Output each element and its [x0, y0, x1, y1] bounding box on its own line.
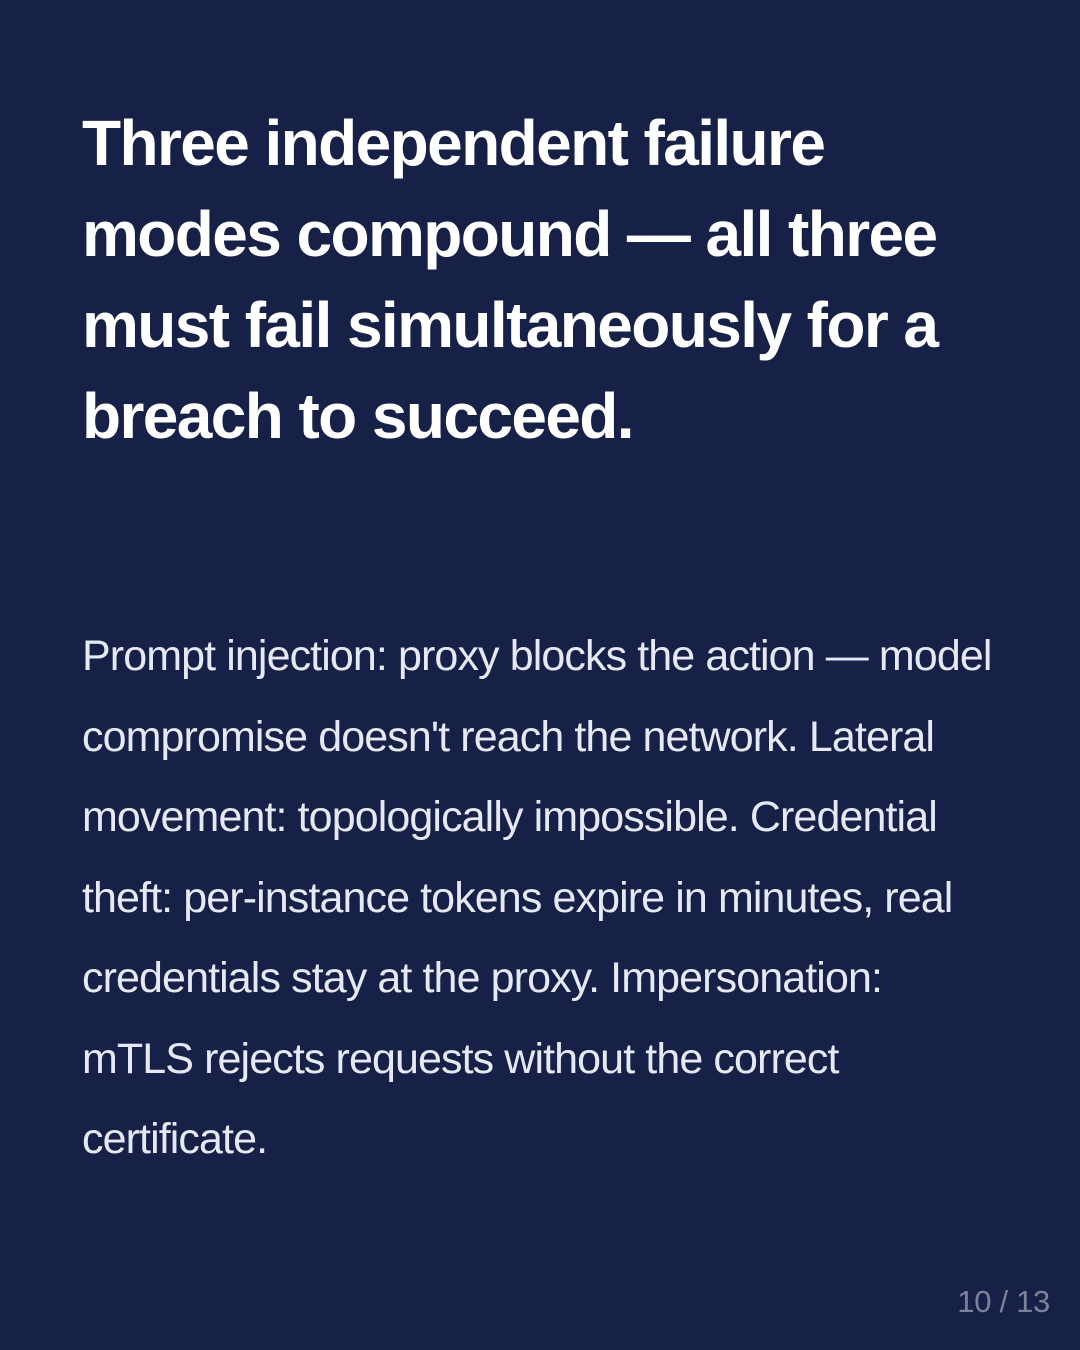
page-counter: 10 / 13: [957, 1284, 1050, 1319]
slide-headline: Three independent failure modes compound…: [82, 107, 939, 452]
slide-body-text: Prompt injection: proxy blocks the actio…: [82, 632, 992, 1163]
